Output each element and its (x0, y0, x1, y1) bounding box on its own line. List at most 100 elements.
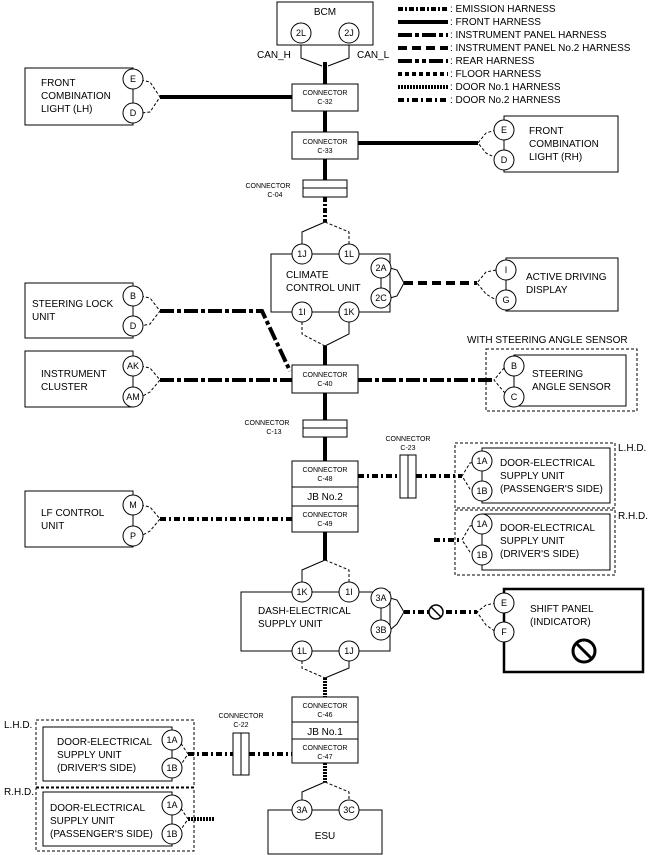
legend-label-ip2: : INSTRUMENT PANEL No.2 HARNESS (450, 43, 631, 54)
shift-line1: SHIFT PANEL (530, 604, 594, 615)
lf-pin-m: M (129, 500, 137, 510)
desu-drv-top-pin-1b: 1B (476, 550, 487, 560)
legend-label-rear: : REAR HARNESS (450, 56, 535, 67)
dash-pin-3b: 3B (375, 625, 386, 635)
connector-c48 (291, 460, 359, 488)
lf-line2: UNIT (41, 521, 64, 532)
lf-pin-p: P (130, 531, 136, 541)
wires (140, 43, 515, 835)
steer-lock-line1: STEERING LOCK (32, 299, 113, 310)
desu-pass-top-line2: SUPPLY UNIT (500, 471, 565, 482)
legend-label-door2: : DOOR No.2 HARNESS (450, 95, 561, 106)
bcm-title: BCM (314, 7, 336, 18)
connector-c48-label: CONNECTOR (303, 467, 348, 474)
desu-drv-bot-line3: (DRIVER'S SIDE) (57, 763, 136, 774)
desu-drv-top-pin-1a: 1A (476, 519, 487, 529)
cluster-pin-am: AM (126, 392, 140, 402)
can-l-label: CAN_L (357, 50, 390, 61)
climate-pin-1j: 1J (297, 249, 307, 259)
desu-pass-top-pin-1a: 1A (476, 456, 487, 466)
pin-circle (338, 22, 360, 44)
climate-pin-1i: 1I (298, 307, 306, 317)
sas-pin-b: B (511, 361, 517, 371)
fcl-rh-line3: LIGHT (RH) (529, 152, 582, 163)
esu-title: ESU (315, 831, 336, 842)
connector-c47-id: C-47 (317, 754, 332, 761)
legend-label-floor: : FLOOR HARNESS (450, 69, 541, 80)
steer-lock-pin-d: D (130, 321, 137, 331)
connector-c33: CONNECTOR C-33 (291, 131, 359, 160)
shift-pin-e: E (501, 598, 507, 608)
connector-c23-id: C-23 (400, 445, 415, 452)
bcm-pin-2j: 2J (344, 28, 354, 38)
desu-drv-bot-line2: SUPPLY UNIT (57, 750, 122, 761)
connector-c22: CONNECTOR C-22 (219, 713, 264, 776)
connector-c46-label: CONNECTOR (303, 703, 348, 710)
desu-driver-top: R.H.D. DOOR-ELECTRICAL SUPPLY UNIT (DRIV… (454, 509, 648, 576)
desu-pass-top-line1: DOOR-ELECTRICAL (500, 458, 595, 469)
connector-c40-id: C-40 (317, 381, 332, 388)
dash-pin-3a: 3A (375, 593, 386, 603)
dash-line1: DASH-ELECTRICAL (258, 606, 351, 617)
prohibit-icon (571, 638, 597, 664)
esu-unit: ESU 3A 3C (267, 799, 383, 855)
climate-line2: CONTROL UNIT (286, 283, 361, 294)
steering-angle-sensor: WITH STEERING ANGLE SENSOR STEERING ANGL… (467, 335, 638, 412)
instrument-cluster: INSTRUMENT CLUSTER AK AM (24, 350, 144, 408)
sas-note: WITH STEERING ANGLE SENSOR (467, 335, 628, 346)
climate-pin-2c: 2C (375, 293, 387, 303)
pin-circle (290, 22, 312, 44)
rhd-label-top: R.H.D. (618, 511, 648, 522)
climate-pin-1l: 1L (344, 249, 354, 259)
connector-c47-label: CONNECTOR (303, 745, 348, 752)
fcl-lh-pin-e: E (130, 74, 136, 84)
climate-pin-2a: 2A (375, 263, 386, 273)
connector-c40-label: CONNECTOR (303, 372, 348, 379)
jb2-label: JB No.2 (307, 492, 343, 503)
fcl-lh-line3: LIGHT (LH) (41, 104, 93, 115)
bcm-unit: BCM 2L 2J CAN_H CAN_L (257, 1, 390, 61)
legend-label-front: : FRONT HARNESS (450, 17, 541, 28)
jb2-block: CONNECTOR C-48 JB No.2 CONNECTOR C-49 (291, 460, 359, 533)
add-line2: DISPLAY (526, 285, 568, 296)
connector-c47 (291, 738, 359, 764)
sas-pin-c: C (511, 392, 518, 402)
dash-line2: SUPPLY UNIT (258, 619, 323, 630)
connector-c49 (291, 505, 359, 533)
lhd-label-bottom: L.H.D. (4, 720, 32, 731)
dash-pin-1i: 1I (345, 587, 353, 597)
dash-pin-1l: 1L (297, 646, 307, 656)
fcl-rh-line1: FRONT (529, 126, 563, 137)
front-combination-light-rh: FRONT COMBINATION LIGHT (RH) E D (493, 115, 619, 173)
bcm-pin-2l: 2L (296, 28, 306, 38)
jb1-label: JB No.1 (307, 727, 343, 738)
desu-drv-top-line1: DOOR-ELECTRICAL (500, 523, 595, 534)
lf-control-unit: LF CONTROL UNIT M P (24, 490, 144, 548)
connector-c49-label: CONNECTOR (303, 512, 348, 519)
climate-line1: CLIMATE (286, 270, 329, 281)
shift-pin-f: F (501, 627, 507, 637)
fcl-rh-line2: COMBINATION (529, 139, 599, 150)
cluster-line2: CLUSTER (41, 382, 88, 393)
connector-c32-label: CONNECTOR (303, 90, 348, 97)
connector-c22-label: CONNECTOR (219, 713, 264, 720)
connector-c13: CONNECTOR C-13 (245, 419, 348, 438)
lf-line1: LF CONTROL (41, 508, 105, 519)
desu-pass-bot-line1: DOOR-ELECTRICAL (50, 803, 145, 814)
add-line1: ACTIVE DRIVING (526, 272, 607, 283)
fcl-lh-pin-d: D (130, 108, 137, 118)
shift-line2: (INDICATOR) (530, 617, 591, 628)
desu-drv-bot-line1: DOOR-ELECTRICAL (57, 737, 152, 748)
legend-label-door1: : DOOR No.1 HARNESS (450, 82, 561, 93)
climate-pin-1k: 1K (343, 307, 354, 317)
connector-c22-id: C-22 (233, 722, 248, 729)
desu-drv-top-line3: (DRIVER'S SIDE) (500, 549, 579, 560)
connector-c32-id: C-32 (317, 99, 332, 106)
dash-electrical-supply-unit: DASH-ELECTRICAL SUPPLY UNIT 1K 1I 3A 3B … (240, 581, 392, 662)
cluster-line1: INSTRUMENT (41, 369, 107, 380)
desu-pass-top-pin-1b: 1B (476, 486, 487, 496)
desu-pass-bot-line2: SUPPLY UNIT (50, 816, 115, 827)
esu-pin-3a: 3A (296, 805, 307, 815)
rhd-label-bottom: R.H.D. (4, 787, 34, 798)
desu-drv-bot-pin-1b: 1B (166, 763, 177, 773)
